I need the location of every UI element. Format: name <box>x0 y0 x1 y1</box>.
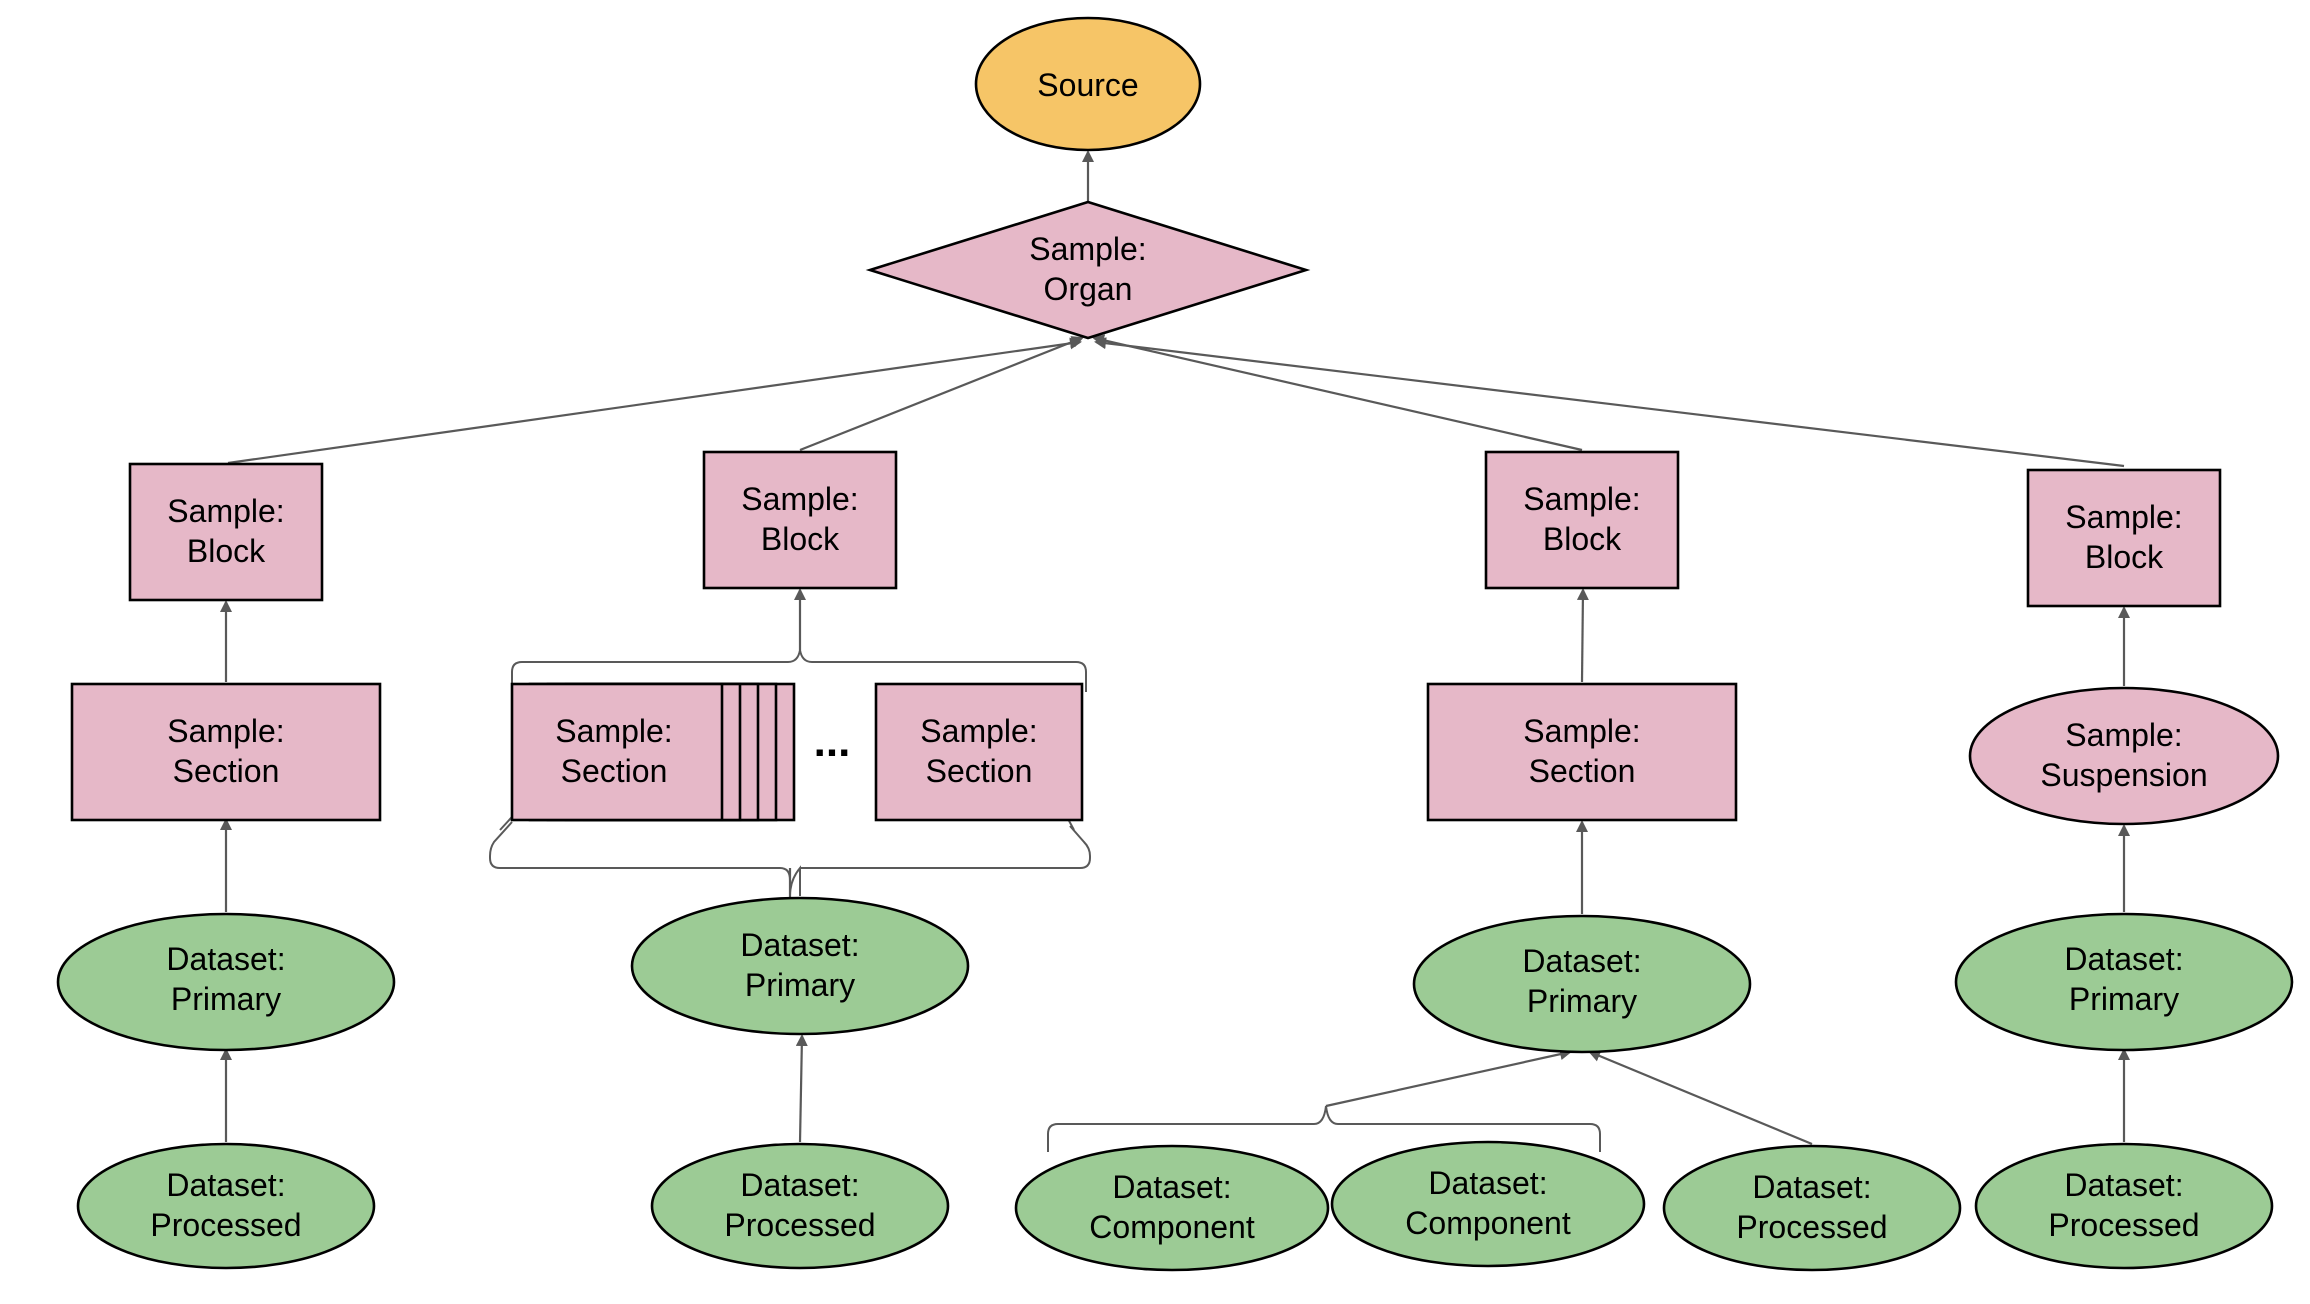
primary1-label-1: Dataset: <box>166 941 285 977</box>
component2-label-2: Component <box>1405 1205 1571 1241</box>
section-stack[interactable]: Sample: Section <box>510 682 796 822</box>
component-node-2[interactable]: Dataset: Component <box>1330 1140 1646 1268</box>
processed-node-1[interactable]: Dataset: Processed <box>76 1142 376 1270</box>
brace-sections-bottom <box>489 821 1091 897</box>
section3-label-2: Section <box>1529 753 1636 789</box>
block4-label-1: Sample: <box>2065 499 2182 535</box>
organ-label-1: Sample: <box>1029 231 1146 267</box>
processed4-label-2: Processed <box>2048 1207 2199 1243</box>
organ-label-2: Organ <box>1044 271 1133 307</box>
edge-processed3-to-primary3 <box>1588 1050 1813 1146</box>
component1-label-1: Dataset: <box>1112 1169 1231 1205</box>
block3-label-2: Block <box>1543 521 1622 557</box>
processed2-label-1: Dataset: <box>740 1167 859 1203</box>
suspension-label-2: Suspension <box>2040 757 2207 793</box>
edge-block1-to-organ <box>227 337 1082 465</box>
section2a-label-2: Section <box>561 753 668 789</box>
primary1-label-2: Primary <box>171 981 281 1017</box>
section2b-label-1: Sample: <box>920 713 1037 749</box>
component-node-1[interactable]: Dataset: Component <box>1014 1144 1330 1272</box>
processed3-label-1: Dataset: <box>1752 1169 1871 1205</box>
processed2-label-2: Processed <box>724 1207 875 1243</box>
primary-node-4[interactable]: Dataset: Primary <box>1954 912 2294 1052</box>
edge-block2-to-organ <box>799 336 1084 452</box>
block2-label-2: Block <box>761 521 840 557</box>
edge-processed2-to-primary2 <box>795 1034 808 1143</box>
organ-node[interactable]: Sample: Organ <box>865 200 1311 340</box>
processed1-label-1: Dataset: <box>166 1167 285 1203</box>
section2a-label-1: Sample: <box>555 713 672 749</box>
block-node-4[interactable]: Sample: Block <box>2026 468 2222 608</box>
block1-label-2: Block <box>187 533 266 569</box>
block4-label-2: Block <box>2085 539 2164 575</box>
block-node-3[interactable]: Sample: Block <box>1484 450 1680 590</box>
section-ellipsis: ... <box>814 717 851 766</box>
primary2-label-2: Primary <box>745 967 855 1003</box>
primary3-label-2: Primary <box>1527 983 1637 1019</box>
processed3-label-2: Processed <box>1736 1209 1887 1245</box>
primary-node-3[interactable]: Dataset: Primary <box>1412 914 1752 1054</box>
source-label: Source <box>1037 67 1138 103</box>
suspension-label-1: Sample: <box>2065 717 2182 753</box>
edges <box>220 150 2130 1146</box>
primary-node-1[interactable]: Dataset: Primary <box>56 912 396 1052</box>
processed-node-2[interactable]: Dataset: Processed <box>650 1142 950 1270</box>
processed1-label-2: Processed <box>150 1207 301 1243</box>
primary4-label-1: Dataset: <box>2064 941 2183 977</box>
component1-label-2: Component <box>1089 1209 1255 1245</box>
edge-block3-to-organ <box>1092 334 1583 452</box>
brace-components <box>1047 1105 1601 1152</box>
processed-node-3[interactable]: Dataset: Processed <box>1662 1144 1962 1272</box>
primary-node-2[interactable]: Dataset: Primary <box>630 896 970 1036</box>
edge-block4-to-organ <box>1094 337 2125 468</box>
processed4-label-1: Dataset: <box>2064 1167 2183 1203</box>
section-node-1[interactable]: Sample: Section <box>70 682 382 822</box>
processed-node-4[interactable]: Dataset: Processed <box>1974 1142 2274 1270</box>
primary3-label-1: Dataset: <box>1522 943 1641 979</box>
edge-section3-to-block3 <box>1576 588 1589 683</box>
block-node-2[interactable]: Sample: Block <box>702 450 898 590</box>
section-node-2b[interactable]: Sample: Section <box>874 682 1084 822</box>
section3-label-1: Sample: <box>1523 713 1640 749</box>
block2-label-1: Sample: <box>741 481 858 517</box>
section-node-3[interactable]: Sample: Section <box>1426 682 1738 822</box>
primary4-label-2: Primary <box>2069 981 2179 1017</box>
component2-label-1: Dataset: <box>1428 1165 1547 1201</box>
block1-label-1: Sample: <box>167 493 284 529</box>
primary2-label-1: Dataset: <box>740 927 859 963</box>
suspension-node[interactable]: Sample: Suspension <box>1968 686 2280 826</box>
edge-components-to-primary3 <box>1325 1048 1572 1108</box>
section2b-label-2: Section <box>926 753 1033 789</box>
section1-label-1: Sample: <box>167 713 284 749</box>
source-node[interactable]: Source <box>974 16 1202 152</box>
block-node-1[interactable]: Sample: Block <box>128 462 324 602</box>
brace-sections-top <box>511 649 1087 692</box>
block3-label-1: Sample: <box>1523 481 1640 517</box>
section1-label-2: Section <box>173 753 280 789</box>
